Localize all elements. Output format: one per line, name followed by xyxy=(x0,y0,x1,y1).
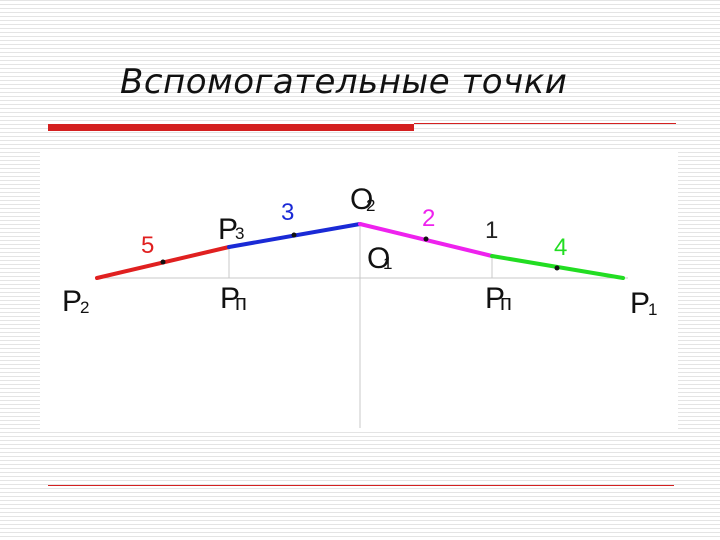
point-letter: O xyxy=(367,242,390,275)
aux-dot-5 xyxy=(160,259,166,265)
aux-dot-2 xyxy=(423,236,429,242)
slide-title: Вспомогательные точки xyxy=(120,62,568,102)
point-letter: O xyxy=(350,183,373,216)
point-subscript: 1 xyxy=(383,254,392,273)
point-subscript: 3 xyxy=(235,224,244,243)
point-letter: P xyxy=(218,213,238,246)
point-letter: P xyxy=(220,282,240,315)
point-subscript: п xyxy=(235,290,247,315)
point-subscript: 1 xyxy=(648,300,657,319)
footer-rule xyxy=(48,485,674,486)
label-segment-2: 2 xyxy=(422,205,435,232)
title-underline-thin xyxy=(414,123,676,124)
point-letter: P xyxy=(62,285,82,318)
point-label-P1: P 1 xyxy=(630,287,657,320)
label-segment-1: 1 xyxy=(485,217,498,244)
point-subscript: 2 xyxy=(80,298,89,317)
point-subscript: 2 xyxy=(366,196,375,215)
point-label-P3: P 3 xyxy=(218,213,244,246)
aux-dot-4 xyxy=(554,265,560,271)
label-segment-5: 5 xyxy=(141,232,154,259)
point-label-Pp-right: P п xyxy=(485,282,512,315)
point-label-Pp-left: P п xyxy=(220,282,247,315)
aux-dot-3 xyxy=(291,232,297,238)
point-letter: P xyxy=(485,282,505,315)
label-segment-4: 4 xyxy=(554,234,567,261)
point-label-P2: P 2 xyxy=(62,285,89,318)
title-underline-thick xyxy=(48,124,414,131)
point-label-O2: O 2 xyxy=(350,183,375,216)
point-letter: P xyxy=(630,287,650,320)
point-subscript: п xyxy=(500,290,512,315)
label-segment-3: 3 xyxy=(281,199,294,226)
point-label-O1: O 1 xyxy=(367,242,392,275)
diagram-panel xyxy=(40,150,678,432)
